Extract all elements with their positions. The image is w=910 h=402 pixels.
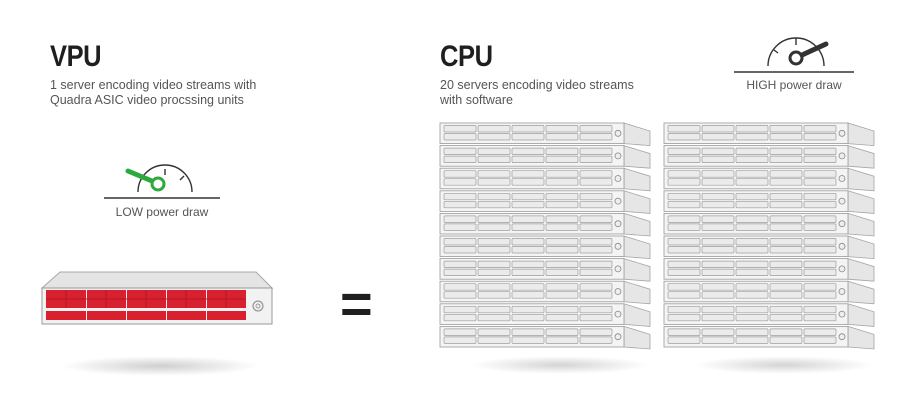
cpu-server-19 — [663, 303, 875, 327]
cpu-server-14 — [663, 190, 875, 214]
cpu-server-8 — [439, 280, 651, 305]
cpu-server-5 — [439, 212, 651, 237]
vpu-description-line1: 1 server encoding video streams with — [50, 78, 257, 92]
cpu-server-7 — [439, 258, 651, 282]
cpu-server-stack-right — [662, 122, 878, 352]
cpu-server-stack-left — [438, 122, 654, 352]
equals-sign: = — [340, 272, 373, 335]
cpu-server-4 — [439, 190, 651, 214]
cpu-stack-right-shadow — [694, 356, 874, 374]
low-power-gauge-icon — [104, 148, 220, 200]
cpu-description: 20 servers encoding video streams with s… — [440, 78, 700, 108]
cpu-title: CPU — [440, 40, 493, 73]
vpu-server — [38, 268, 278, 326]
vpu-title: VPU — [50, 40, 102, 73]
cpu-server-12 — [663, 145, 875, 169]
cpu-server-16 — [663, 235, 875, 260]
cpu-server-10 — [439, 325, 651, 350]
cpu-server-9 — [439, 303, 651, 327]
cpu-server-15 — [663, 212, 875, 237]
cpu-server-6 — [439, 235, 651, 260]
vpu-server-shadow — [60, 356, 260, 376]
cpu-description-line2: with software — [440, 93, 513, 107]
cpu-server-18 — [663, 280, 875, 305]
vpu-gauge-label: LOW power draw — [115, 205, 209, 219]
cpu-server-13 — [663, 167, 875, 192]
cpu-server-11 — [663, 122, 875, 147]
cpu-server-1 — [439, 122, 651, 147]
vpu-description: 1 server encoding video streams with Qua… — [50, 78, 310, 108]
vpu-description-line2: Quadra ASIC video procssing units — [50, 93, 244, 107]
cpu-server-3 — [439, 167, 651, 192]
cpu-server-17 — [663, 258, 875, 282]
cpu-gauge-label: HIGH power draw — [746, 78, 842, 92]
cpu-description-line1: 20 servers encoding video streams — [440, 78, 634, 92]
high-power-gauge-icon — [734, 18, 854, 74]
cpu-server-20 — [663, 325, 875, 350]
cpu-server-2 — [439, 145, 651, 169]
cpu-stack-left-shadow — [470, 356, 650, 374]
